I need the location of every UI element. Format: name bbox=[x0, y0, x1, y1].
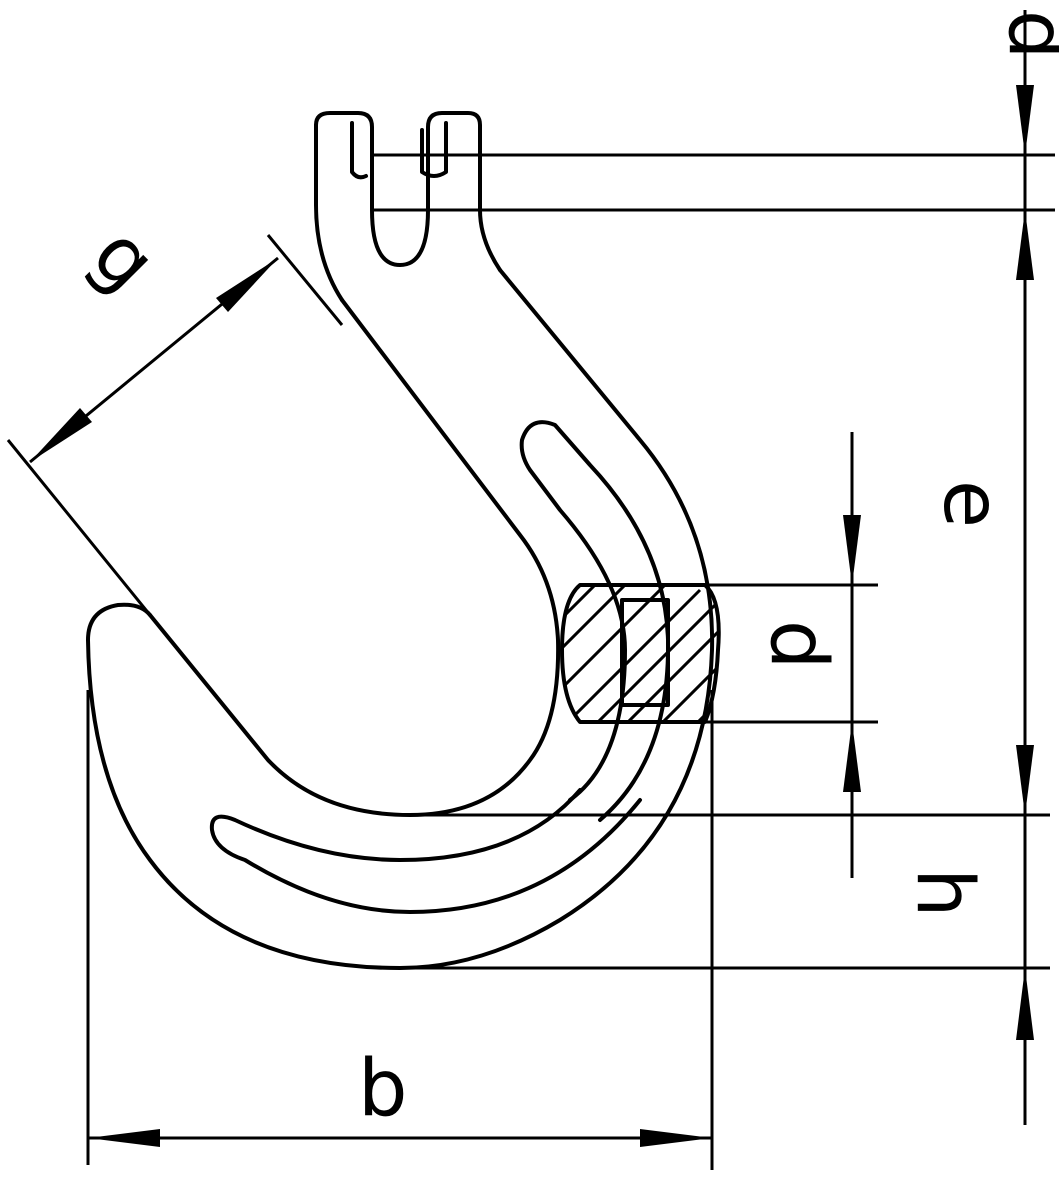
arrow-e-top bbox=[1016, 210, 1034, 280]
shank-slot-left bbox=[350, 121, 368, 180]
label-d-section: d bbox=[753, 620, 843, 670]
label-g: g bbox=[75, 210, 174, 309]
shank-slot-right bbox=[420, 121, 448, 178]
hook-outline bbox=[86, 111, 721, 970]
hook-throat-inner bbox=[148, 298, 561, 817]
arrow-section-bottom bbox=[843, 722, 861, 792]
shank-left-edge bbox=[314, 123, 344, 302]
label-h: h bbox=[899, 868, 989, 917]
upper-slot bbox=[519, 420, 671, 822]
hook-outer-back bbox=[86, 268, 715, 970]
arrow-h-bottom bbox=[1016, 968, 1034, 1040]
cross-section-hatching bbox=[562, 585, 719, 722]
arrow-g-lower bbox=[30, 408, 92, 462]
label-b: b bbox=[358, 1044, 408, 1134]
ext-line-g-upper bbox=[266, 234, 344, 326]
lower-slot bbox=[209, 788, 642, 914]
arrow-g-upper bbox=[216, 258, 278, 312]
label-e: e bbox=[926, 480, 1016, 528]
shank-outline bbox=[314, 111, 502, 272]
arrow-b-right bbox=[640, 1129, 712, 1147]
dimensions bbox=[6, 10, 1055, 1170]
arrow-e-bottom bbox=[1016, 745, 1034, 815]
ext-line-g-lower bbox=[6, 439, 152, 616]
arrow-b-left bbox=[88, 1129, 160, 1147]
label-d-top: d bbox=[991, 10, 1059, 60]
hook-tip bbox=[86, 602, 152, 642]
labels: d e d h b g bbox=[75, 10, 1059, 1134]
arrow-section-top bbox=[843, 515, 861, 585]
arrow-d-top bbox=[1016, 85, 1034, 155]
